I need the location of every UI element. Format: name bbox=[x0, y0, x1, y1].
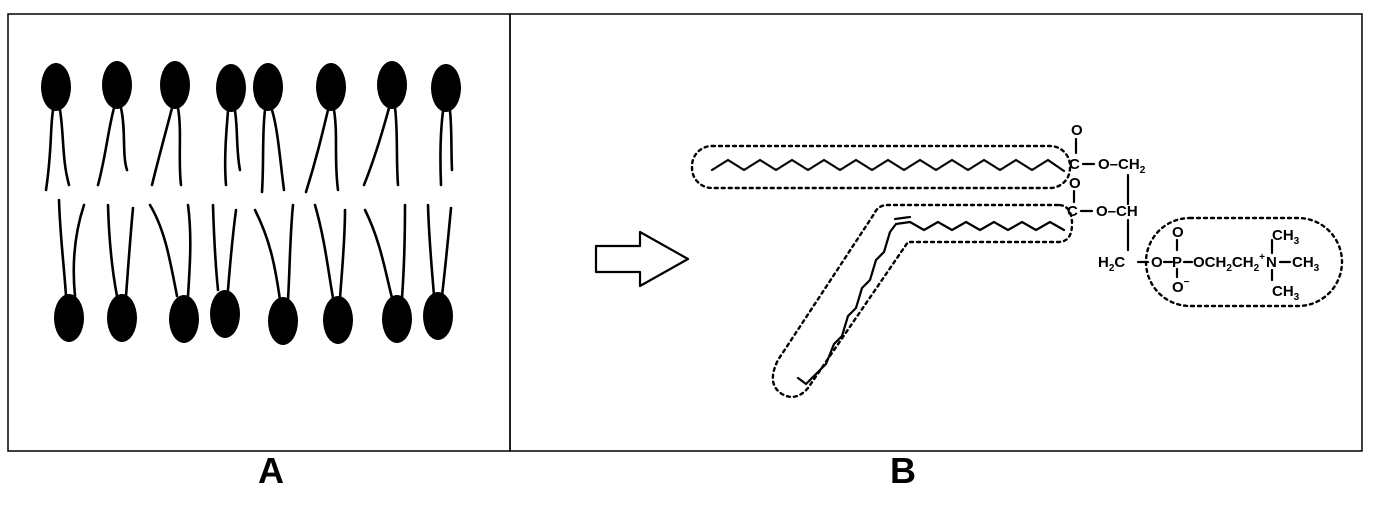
lipid-head-bottom-5 bbox=[268, 297, 298, 345]
methyl-bottom: CH3 bbox=[1272, 283, 1300, 303]
lipid-head-top-7 bbox=[377, 61, 407, 109]
lipid-head-top-5 bbox=[253, 63, 283, 111]
carbonyl-carbon-middle: C bbox=[1067, 203, 1078, 220]
lipid-bilayer bbox=[41, 61, 461, 345]
lipid-head-bottom-7 bbox=[382, 295, 412, 343]
unsaturated-fatty-acid-chain bbox=[796, 220, 1066, 386]
panel-b-frame bbox=[509, 13, 1363, 452]
carbonyl-oxygen-middle: O bbox=[1069, 175, 1081, 192]
lipid-tails-bottom bbox=[57, 198, 453, 302]
saturated-fatty-acid-chain bbox=[710, 158, 1066, 173]
phosphate-oxygen-left: O bbox=[1151, 254, 1163, 271]
lipid-head-bottom-2 bbox=[107, 294, 137, 342]
methyl-top: CH3 bbox=[1272, 227, 1300, 247]
glycerol-ch: O–CH bbox=[1096, 203, 1138, 220]
glycerol-ch2-top: O–CH2 bbox=[1098, 156, 1146, 176]
lipid-head-bottom-4 bbox=[210, 290, 240, 338]
lipid-head-bottom-3 bbox=[169, 295, 199, 343]
lipid-head-top-3 bbox=[160, 61, 190, 109]
choline-chain: OCH2CH2+ bbox=[1193, 252, 1265, 274]
phosphorus: P bbox=[1172, 254, 1182, 271]
head-group-outline bbox=[1144, 216, 1344, 308]
lipid-tails-top bbox=[44, 106, 454, 194]
lipid-head-bottom-1 bbox=[54, 294, 84, 342]
double-bond-mark bbox=[893, 215, 912, 221]
carbonyl-carbon-top: C bbox=[1069, 156, 1080, 173]
arrow-icon bbox=[594, 230, 690, 288]
lipid-head-top-1 bbox=[41, 63, 71, 111]
saturated-chain-outline bbox=[690, 144, 1072, 190]
methyl-right: CH3 bbox=[1292, 254, 1320, 274]
glycerol-h2c: H2C bbox=[1098, 254, 1125, 274]
lipid-head-top-6 bbox=[316, 63, 346, 111]
lipid-head-top-4 bbox=[216, 64, 246, 112]
panel-a-label: A bbox=[258, 450, 284, 491]
nitrogen: N bbox=[1266, 254, 1277, 271]
phosphate-oxygen-top: O bbox=[1172, 224, 1184, 241]
lipid-head-bottom-6 bbox=[323, 296, 353, 344]
unsaturated-chain-outline bbox=[771, 203, 1074, 399]
panel-b-label: B bbox=[890, 450, 916, 491]
lipid-head-top-8 bbox=[431, 64, 461, 112]
lipid-head-top-2 bbox=[102, 61, 132, 109]
lipid-head-bottom-8 bbox=[423, 292, 453, 340]
carbonyl-oxygen-top: O bbox=[1071, 122, 1083, 139]
phosphate-oxygen-bottom: O− bbox=[1172, 277, 1190, 296]
